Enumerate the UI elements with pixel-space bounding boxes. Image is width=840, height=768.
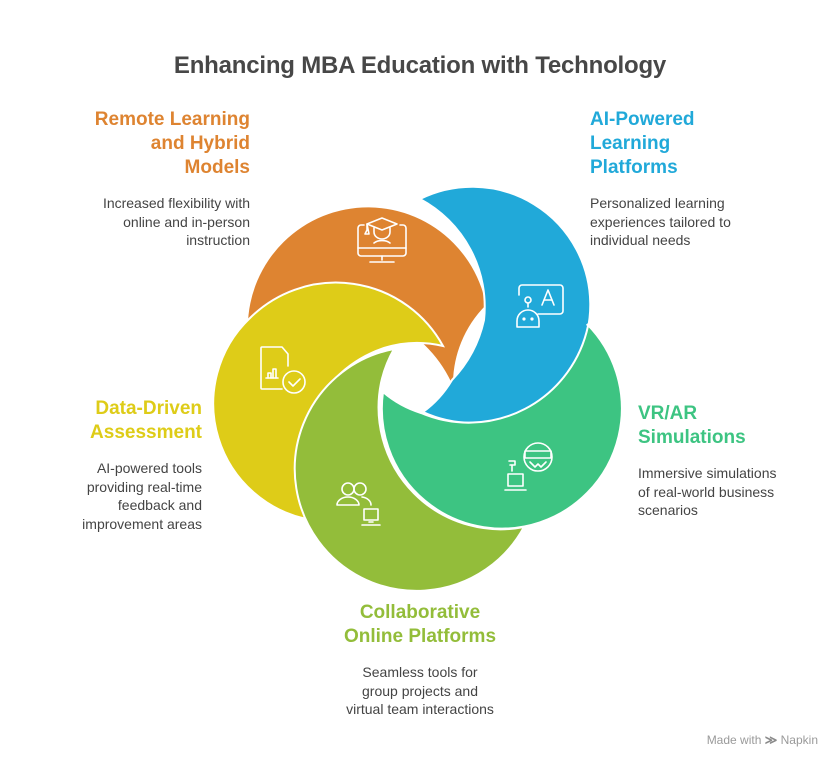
napkin-watermark[interactable]: Made with ≫ Napkin xyxy=(707,733,818,747)
item-description: AI-powered tools providing real-time fee… xyxy=(40,459,202,533)
description-line: Immersive simulations xyxy=(638,465,777,481)
item-description: Immersive simulations of real-world busi… xyxy=(638,464,808,520)
description-line: online and in-person xyxy=(123,213,250,230)
item-vr-ar: VR/AR Simulations Immersive simulations … xyxy=(638,402,808,520)
heading-line: AI-Powered xyxy=(590,109,695,130)
vr-headset-laptop-icon xyxy=(504,442,553,491)
item-description: Personalized learning experiences tailor… xyxy=(590,194,780,250)
heading-line: Simulations xyxy=(638,427,746,448)
heading-line: Learning xyxy=(590,133,671,154)
description-line: scenarios xyxy=(638,502,698,518)
item-heading: Data-Driven Assessment xyxy=(40,397,202,445)
heading-line: Assessment xyxy=(90,422,202,443)
heading-line: Platforms xyxy=(590,157,678,178)
report-check-icon xyxy=(260,346,306,394)
heading-line: VR/AR xyxy=(638,403,698,424)
heading-line: Online Platforms xyxy=(343,626,497,647)
segment-vr-ar xyxy=(380,323,623,530)
description-line: instruction xyxy=(186,232,250,248)
diagram-title: Enhancing MBA Education with Technology xyxy=(173,52,667,79)
description-line: group projects and xyxy=(362,682,478,699)
heading-line: Remote Learning xyxy=(94,109,250,130)
robot-tutor-icon xyxy=(516,284,564,328)
heading-line: Models xyxy=(184,157,250,178)
description-line: individual needs xyxy=(590,232,691,248)
segment-collaborative xyxy=(293,347,526,592)
watermark-brand: Napkin xyxy=(780,733,818,747)
description-line: AI-powered tools xyxy=(96,460,202,476)
description-line: experiences tailored to xyxy=(590,213,731,230)
description-line: providing real-time xyxy=(86,478,202,495)
heading-line: and Hybrid xyxy=(150,133,250,154)
description-line: virtual team interactions xyxy=(346,701,494,717)
item-heading: Collaborative Online Platforms xyxy=(300,601,540,649)
watermark-prefix: Made with xyxy=(706,733,762,747)
item-heading: Remote Learning and Hybrid Models xyxy=(60,108,250,180)
heading-line: Collaborative xyxy=(359,602,481,623)
napkin-logo-icon: ≫ xyxy=(764,733,778,747)
description-line: feedback and xyxy=(117,497,202,513)
item-heading: AI-Powered Learning Platforms xyxy=(590,108,780,180)
heading-line: Data-Driven xyxy=(95,398,202,419)
item-description: Seamless tools for group projects and vi… xyxy=(300,663,540,719)
description-line: improvement areas xyxy=(82,515,202,532)
description-line: Seamless tools for xyxy=(362,664,478,680)
item-collaborative: Collaborative Online Platforms Seamless … xyxy=(300,601,540,719)
item-data-driven: Data-Driven Assessment AI-powered tools … xyxy=(40,397,202,533)
description-line: Increased flexibility with xyxy=(102,195,250,211)
users-laptop-icon xyxy=(336,482,381,526)
item-ai-platforms: AI-Powered Learning Platforms Personaliz… xyxy=(590,108,780,250)
item-heading: VR/AR Simulations xyxy=(638,402,808,450)
item-description: Increased flexibility with online and in… xyxy=(60,194,250,250)
item-remote-learning: Remote Learning and Hybrid Models Increa… xyxy=(60,108,250,250)
description-line: Personalized learning xyxy=(590,195,725,211)
graduate-monitor-icon xyxy=(357,217,407,263)
description-line: of real-world business xyxy=(638,483,775,500)
